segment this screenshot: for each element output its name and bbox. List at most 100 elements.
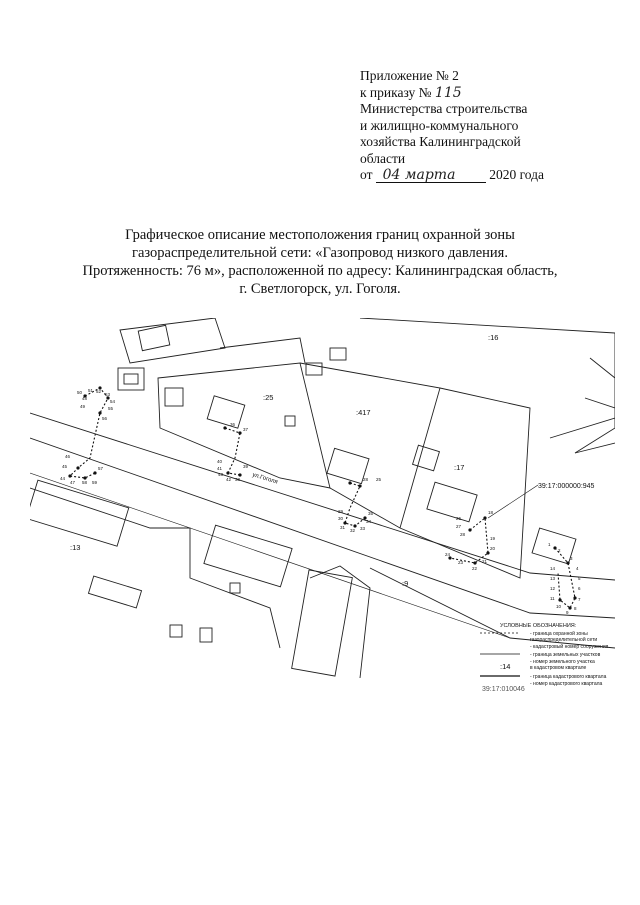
protection-zone-center-b [344,482,366,527]
building [229,582,241,594]
appendix-line1: Приложение № 2 [360,68,459,83]
cadastral-block-number: 39:17:000000:945 [538,483,595,490]
parcel-label: :9 [402,579,408,588]
parcel-boundary-top [119,318,226,364]
point-number-label: 58 [82,480,88,485]
date-handwritten: 04 марта [382,167,456,183]
point-number-label: 54 [110,399,116,404]
point-number-label: 42 [226,477,232,482]
point-number-label: 28 [460,532,466,537]
protection-zone-center-a [224,427,241,476]
point-number-label: 44 [60,476,66,481]
point-number-label: 29 [338,509,344,514]
parcel-boundary-16 [359,318,615,454]
building [206,395,246,429]
parcel-label: :14 [500,662,510,671]
protection-zone-right-b [554,547,576,609]
building [426,481,478,523]
building [203,524,293,588]
point-number-label: 7 [578,597,581,602]
point-number-label: 25 [376,477,382,482]
date-prefix: от [360,167,373,182]
point-number-label: 12 [550,586,556,591]
parcel-label: :25 [263,393,273,402]
point-number-label: 2 [558,548,561,553]
point-number-label: 5 [578,576,581,581]
title-line2: газораспределительной сети: «Газопровод … [132,245,508,261]
point-number-label: 52 [96,389,102,394]
point-number-label: - кадастровый номер сооружения [530,643,609,650]
building [199,627,213,643]
point-number-label: 39 [243,464,249,469]
building [117,367,145,391]
point-number-label: 33 [360,526,366,531]
building [326,447,370,485]
building [411,444,441,472]
point-number-label: газораспределительной сети [530,636,597,643]
parcel-boundary-13 [30,487,281,649]
point-number-label: 53 [105,392,111,397]
parcel-boundary-right2 [584,357,615,409]
appendix-line5: хозяйства Калининградской [360,134,521,149]
point-number-label: в кадастровом квартале [530,665,587,671]
appendix-line6: области [360,150,406,166]
building [284,415,296,427]
point-number-label: 8 [574,606,577,611]
parcel-label: :17 [454,463,464,472]
street-edge-upper [30,412,615,581]
point-number-label: 49 [80,404,86,409]
date-field: 04 марта [375,167,486,183]
point-number-label: 32 [350,528,356,533]
point-number-label: 23 [458,560,464,565]
street-name: ул.Гоголя [251,472,278,485]
point-number-label: 41 [217,466,223,471]
point-number-label: 46 [65,454,71,459]
parcel-boundary-17 [399,387,531,579]
parcel-boundary-9b [369,567,615,649]
street-edge-lower2 [30,472,511,639]
point-number-label: - граница кадастрового квартала [530,674,607,680]
point-number-label: 1 [548,542,551,547]
building-inner [123,373,139,385]
building [169,624,183,638]
parcel-boundary-25 [157,362,331,489]
building [291,569,353,677]
parcel-boundary-417 [299,362,441,529]
point-number-label: 28 [363,477,369,482]
building [164,387,184,407]
point-number-label: 55 [108,406,114,411]
point-number-label: 24 [445,552,451,557]
building [137,324,171,352]
appendix-line4: и жилищно-коммунального [360,117,519,133]
point-number-label: 22 [472,566,478,571]
point-number-label: 27 [456,524,462,529]
point-number-label: - номер земельного участка [530,659,595,665]
parcel-label: :16 [488,333,498,342]
point-number-label: 48 [82,396,88,401]
point-number-label: 26 [456,516,462,521]
point-number-label: 18 [488,510,494,515]
point-number-label: 11 [550,596,555,601]
title-line1: Графическое описание местоположения гран… [125,227,515,243]
document-title: Графическое описание местоположения гран… [40,226,600,298]
point-number-label: 40 [217,459,223,464]
appendix-line3: Министерства строительства [360,101,528,116]
appendix-order-line: к приказу № 115 [360,85,600,102]
point-number-label: 56 [102,416,108,421]
street-edge-lower [30,437,615,619]
point-number-label: - граница земельных участков [530,652,601,658]
point-number-label: - граница охранной зоны [530,630,588,637]
point-number-label: 9 [566,610,569,615]
point-number-label: УСЛОВНЫЕ ОБОЗНАЧЕНИЯ: [500,623,577,629]
point-number-label: 19 [490,536,496,541]
protection-zone-right-a [449,516,489,564]
parcel-boundary-top2 [219,337,306,364]
building [30,479,130,547]
building [531,527,577,565]
cadastral-quarter-number: 39:17:010046 [482,686,525,693]
title-line3: Протяженность: 76 м», расположенной по а… [82,263,558,279]
point-number-label: 4 [576,566,579,571]
appendix-header: Приложение № 2 к приказу № 115 Министерс… [360,68,600,184]
point-number-label: 10 [556,604,562,609]
point-number-label: 20 [490,546,496,551]
